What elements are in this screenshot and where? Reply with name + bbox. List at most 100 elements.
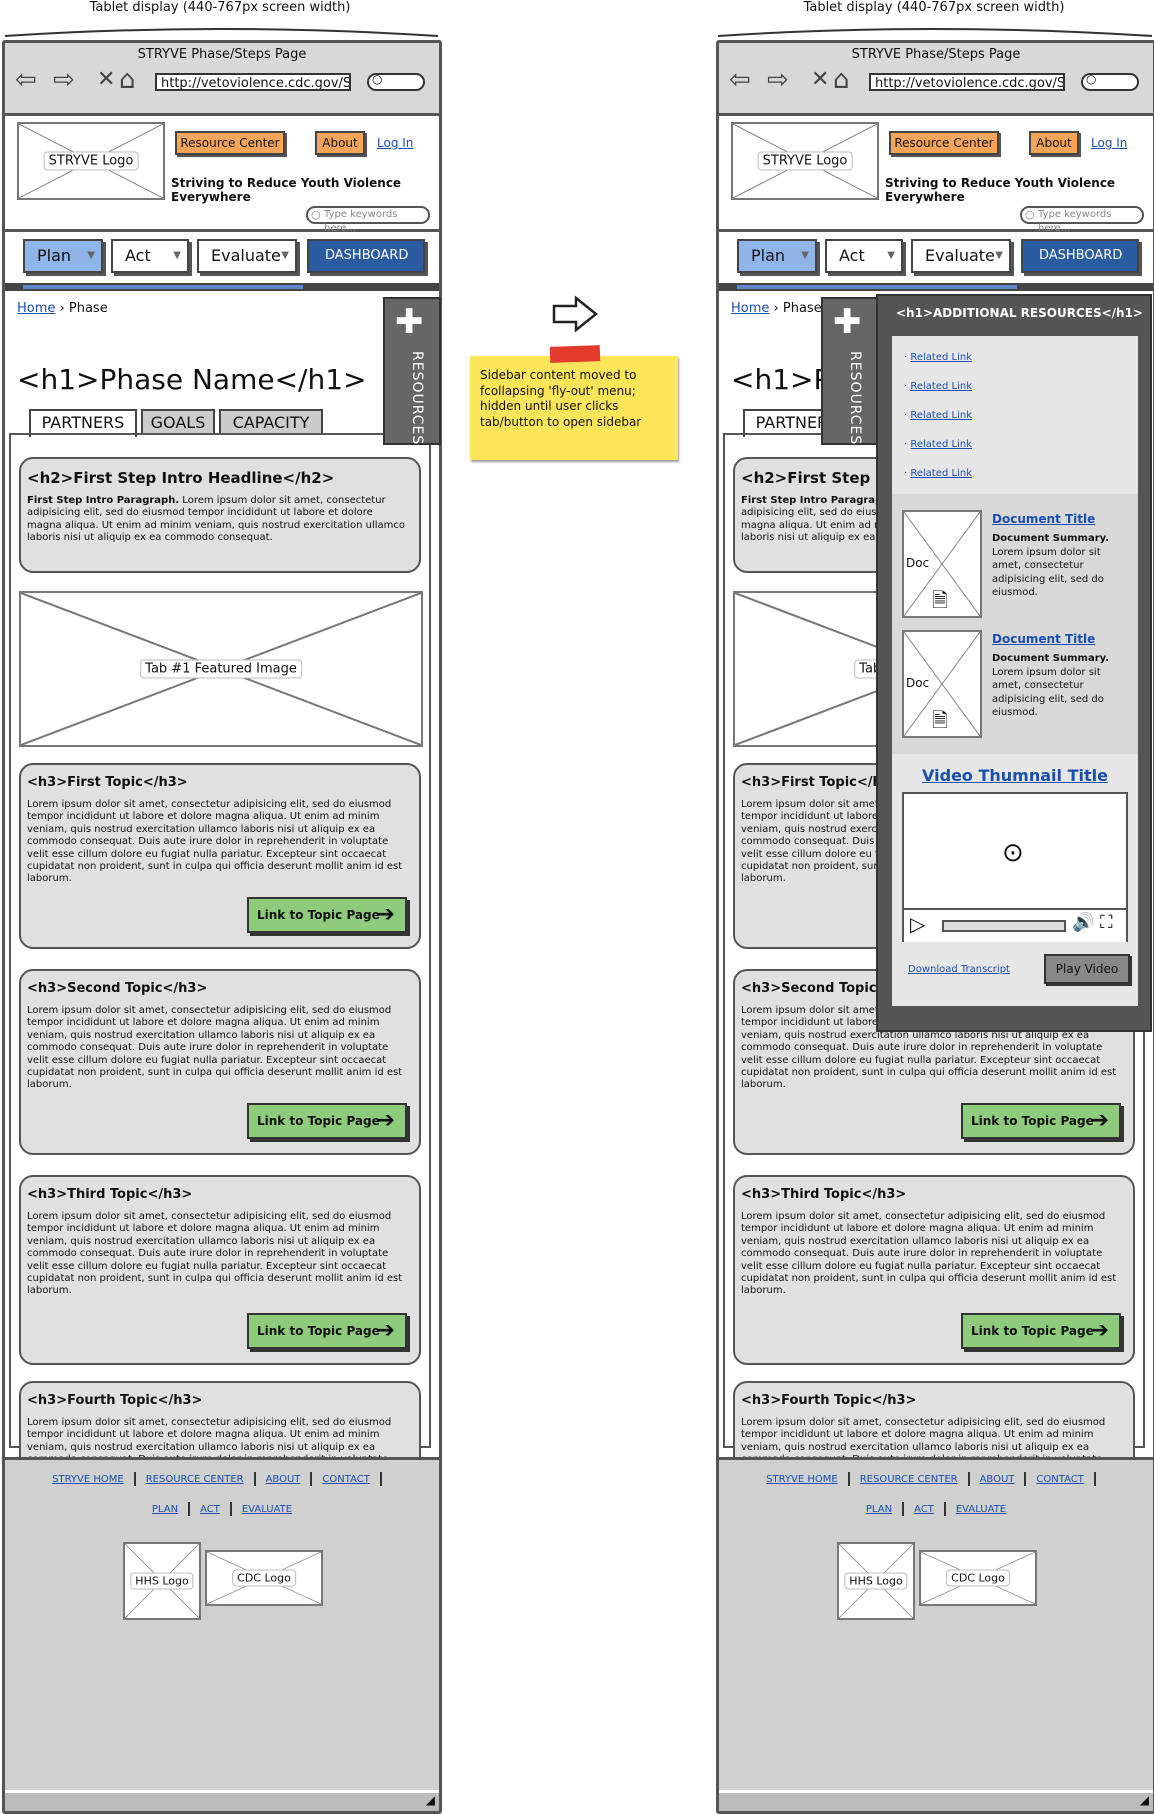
related-link[interactable]: Related Link	[910, 439, 972, 450]
footer-link-about[interactable]: ABOUT	[265, 1474, 301, 1485]
featured-image: Tab #1 Featured Image	[19, 591, 423, 747]
back-arrow-icon[interactable]: ⇦	[729, 65, 751, 95]
close-icon[interactable]: ✕	[97, 67, 116, 92]
nav-evaluate[interactable]: Evaluate▼	[197, 239, 297, 273]
document-thumbnail[interactable]: Doc 🗎	[902, 510, 982, 618]
related-link[interactable]: Related Link	[910, 381, 972, 392]
back-arrow-icon[interactable]: ⇦	[15, 65, 37, 95]
resource-center-button[interactable]: Resource Center	[175, 131, 285, 155]
about-button[interactable]: About	[315, 131, 365, 155]
footer-link-about[interactable]: ABOUT	[979, 1474, 1015, 1485]
nav-dashboard[interactable]: DASHBOARD	[1021, 239, 1139, 273]
topic-link-button[interactable]: Link to Topic Page➔	[247, 897, 407, 933]
footer-link-act[interactable]: ACT	[914, 1504, 934, 1515]
url-input[interactable]: http://vetoviolence.cdc.gov/STR	[155, 73, 351, 91]
related-link[interactable]: Related Link	[910, 468, 972, 479]
footer-link-resource-center[interactable]: RESOURCE CENTER	[145, 1474, 244, 1485]
browser-search-input[interactable]: ○	[1081, 72, 1139, 91]
resources-tab[interactable]: ✚ RESOURCES	[383, 297, 441, 445]
video-progress-bar[interactable]	[942, 920, 1066, 932]
home-icon[interactable]: ⌂	[833, 65, 850, 95]
document-thumbnail[interactable]: Doc 🗎	[902, 630, 982, 738]
home-icon[interactable]: ⌂	[119, 65, 136, 95]
resource-center-button[interactable]: Resource Center	[889, 131, 999, 155]
site-header: STRYVE Logo Resource Center About Log In…	[5, 116, 439, 234]
stryve-logo[interactable]: STRYVE Logo	[731, 122, 879, 200]
footer-link-plan[interactable]: PLAN	[151, 1504, 179, 1515]
footer-link-evaluate[interactable]: EVALUATE	[241, 1504, 293, 1515]
login-link[interactable]: Log In	[377, 136, 414, 150]
hhs-logo[interactable]: HHS Logo	[123, 1542, 201, 1620]
cdc-logo[interactable]: CDC Logo	[205, 1550, 323, 1606]
footer-link-act[interactable]: ACT	[200, 1504, 220, 1515]
forward-arrow-icon[interactable]: ⇨	[53, 65, 75, 95]
caption-right: Tablet display (440-767px screen width)	[803, 0, 1065, 15]
footer-link-home[interactable]: STRYVE HOME	[766, 1474, 838, 1485]
keyword-search-input[interactable]: ○Type keywords here...	[306, 206, 430, 234]
device-top-curves	[4, 28, 1153, 37]
related-link[interactable]: Related Link	[910, 352, 972, 363]
footer-link-plan[interactable]: PLAN	[865, 1504, 893, 1515]
forward-arrow-icon[interactable]: ⇨	[767, 65, 789, 95]
volume-icon[interactable]: 🔊	[1072, 912, 1095, 933]
nav-plan[interactable]: Plan▼	[737, 239, 817, 273]
play-icon[interactable]: ▷	[910, 912, 926, 936]
nav-act[interactable]: Act▼	[825, 239, 903, 273]
topic-link-button[interactable]: Link to Topic Page➔	[247, 1103, 407, 1139]
download-transcript-link[interactable]: Download Transcript	[908, 964, 1010, 975]
cdc-logo[interactable]: CDC Logo	[919, 1550, 1037, 1606]
footer-link-contact[interactable]: CONTACT	[1036, 1474, 1084, 1485]
site-footer: STRYVE HOME RESOURCE CENTER ABOUT CONTACT P…	[719, 1457, 1153, 1790]
nav-evaluate-label: Evaluate	[925, 246, 995, 265]
tab-goals[interactable]: GOALS	[141, 409, 215, 435]
topic-link-button[interactable]: Link to Topic Page➔	[961, 1313, 1121, 1349]
play-video-button[interactable]: Play Video	[1044, 954, 1130, 984]
nav-plan[interactable]: Plan▼	[23, 239, 103, 273]
nav-act-label: Act	[125, 246, 151, 265]
related-link[interactable]: Related Link	[910, 410, 972, 421]
video-player[interactable]: ⊙ ▷ 🔊 ⛶	[902, 792, 1128, 942]
footer-link-evaluate[interactable]: EVALUATE	[955, 1504, 1007, 1515]
stryve-logo[interactable]: STRYVE Logo	[17, 122, 165, 200]
intro-lead: First Step Intro Paragraph.	[27, 495, 180, 506]
play-circle-icon[interactable]: ⊙	[1002, 838, 1024, 868]
hhs-logo[interactable]: HHS Logo	[837, 1542, 915, 1620]
footer-link-resource-center[interactable]: RESOURCE CENTER	[859, 1474, 958, 1485]
breadcrumb-current: Phase	[782, 301, 822, 316]
fullscreen-icon[interactable]: ⛶	[1100, 912, 1113, 933]
topic-link-button[interactable]: Link to Topic Page➔	[961, 1103, 1121, 1139]
pdf-icon: 🗎	[932, 588, 949, 612]
about-button[interactable]: About	[1029, 131, 1079, 155]
logo-label: STRYVE Logo	[757, 151, 853, 171]
keyword-search-input[interactable]: ○Type keywords here...	[1020, 206, 1144, 234]
topic-link-button[interactable]: Link to Topic Page➔	[247, 1313, 407, 1349]
nav-act-label: Act	[839, 246, 865, 265]
tablet-wireframe-left: STRYVE Phase/Steps Page ⇦ ⇨ ✕ ⌂ http://v…	[2, 40, 442, 1814]
search-icon: ○	[1086, 72, 1097, 86]
footer-link-contact[interactable]: CONTACT	[322, 1474, 370, 1485]
page-title: <h1>Phase Name</h1>	[17, 363, 367, 396]
tab-content: <h2>First Step Intro Headline</h2> First…	[9, 433, 431, 1571]
topic-link-label: Link to Topic Page	[257, 1324, 380, 1338]
browser-search-input[interactable]: ○	[367, 72, 425, 91]
tab-partners[interactable]: PARTNERS	[29, 409, 137, 437]
resize-handle-icon[interactable]: ◢	[425, 1793, 435, 1807]
breadcrumb-home[interactable]: Home	[17, 301, 56, 316]
resize-bar: ◢	[719, 1793, 1153, 1811]
url-input[interactable]: http://vetoviolence.cdc.gov/STR	[869, 73, 1065, 91]
resize-handle-icon[interactable]: ◢	[1139, 1793, 1149, 1807]
nav-evaluate[interactable]: Evaluate▼	[911, 239, 1011, 273]
nav-act[interactable]: Act▼	[111, 239, 189, 273]
breadcrumb-home[interactable]: Home	[731, 301, 770, 316]
login-link[interactable]: Log In	[1091, 136, 1128, 150]
nav-dashboard[interactable]: DASHBOARD	[307, 239, 425, 273]
resources-tab[interactable]: ✚ RESOURCES	[821, 297, 879, 445]
doc-label: Doc	[904, 676, 932, 690]
document-title-link[interactable]: Document Title	[992, 632, 1096, 646]
arrow-right-icon: ➔	[376, 1108, 395, 1133]
footer-link-home[interactable]: STRYVE HOME	[52, 1474, 124, 1485]
document-title-link[interactable]: Document Title	[992, 512, 1096, 526]
video-title-link[interactable]: Video Thumnail Title	[922, 766, 1108, 785]
close-icon[interactable]: ✕	[811, 67, 830, 92]
tab-capacity[interactable]: CAPACITY	[219, 409, 323, 435]
